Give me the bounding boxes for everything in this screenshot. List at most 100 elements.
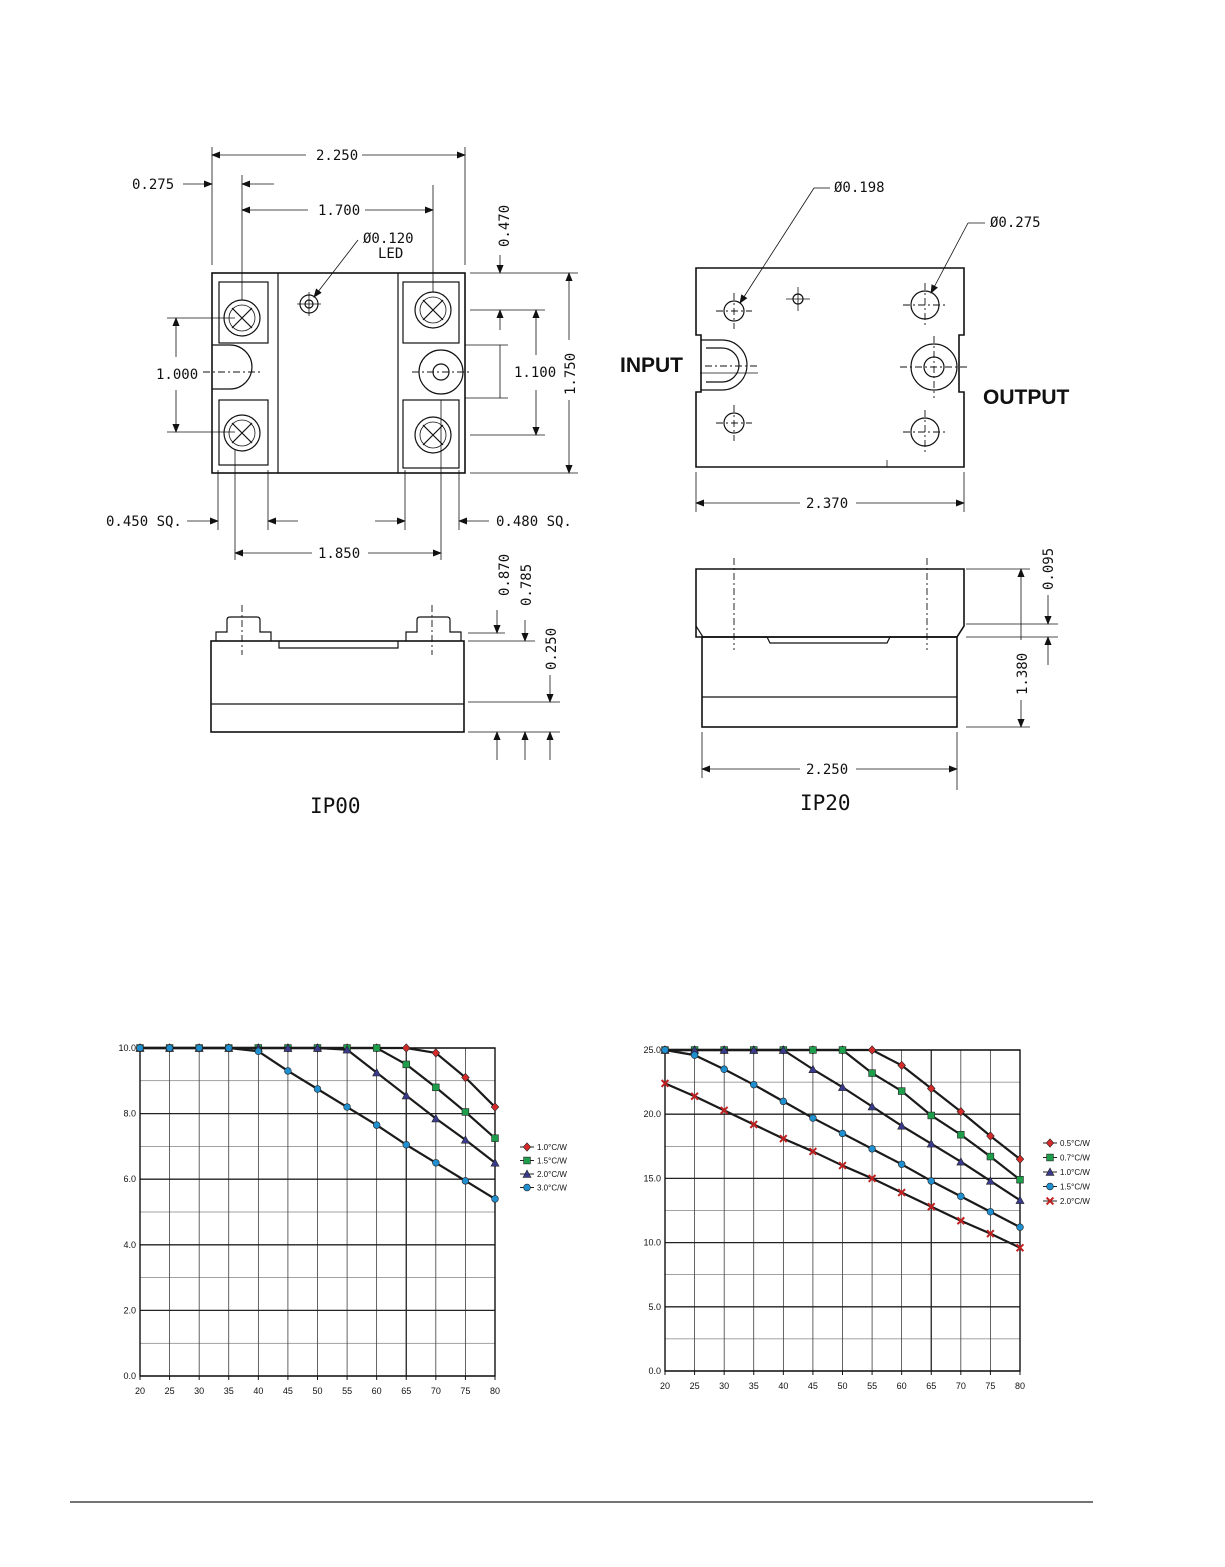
y-tick-label: 4.0 [123, 1240, 136, 1250]
series-point [1015, 1154, 1025, 1164]
series-point [867, 1174, 877, 1183]
series-point [431, 1113, 441, 1123]
series-point [868, 1145, 876, 1153]
y-tick-label: 25.0 [643, 1045, 661, 1055]
y-tick-label: 10.0 [118, 1043, 136, 1053]
series-point [957, 1131, 965, 1139]
series-point [402, 1043, 411, 1053]
series-point [690, 1092, 699, 1101]
x-tick-label: 50 [312, 1386, 322, 1396]
series-point [136, 1044, 144, 1052]
legend-label: 2.0°C/W [1060, 1197, 1090, 1206]
series-point [372, 1044, 381, 1052]
ip20-output-label: OUTPUT [983, 386, 1070, 409]
series-point [690, 1051, 699, 1059]
legend-marker [1045, 1167, 1055, 1176]
ip20-dimensions: Ø0.198 Ø0.275 2.370 [695, 180, 1041, 512]
series-point [838, 1046, 847, 1054]
series-point [868, 1069, 876, 1077]
series-point [957, 1192, 965, 1201]
x-tick-label: 20 [660, 1381, 670, 1391]
legend-marker [523, 1183, 531, 1192]
series-point [956, 1157, 966, 1166]
x-tick-label: 35 [749, 1381, 759, 1391]
series-point [372, 1121, 381, 1129]
legend-marker [1045, 1138, 1055, 1148]
series-point [956, 1106, 966, 1117]
series-point [661, 1046, 669, 1054]
ip20-top-view: INPUT OUTPUT [620, 267, 1070, 468]
dim-ip00-2250: 2.250 [316, 148, 358, 164]
ip20-side-view: 0.095 1.380 2.250 IP20 [695, 548, 1058, 815]
series-point [778, 1045, 788, 1054]
dim-ip20-1380: 1.380 [1015, 653, 1031, 695]
y-tick-label: 6.0 [123, 1174, 136, 1184]
series-point [809, 1114, 817, 1122]
series-point [867, 1101, 877, 1111]
x-tick-label: 40 [253, 1386, 263, 1396]
x-tick-label: 60 [372, 1386, 382, 1396]
legend-label: 1.5°C/W [1060, 1183, 1090, 1192]
legend-marker [1046, 1153, 1054, 1162]
series-point [195, 1044, 203, 1052]
dim-ip00-0870: 0.870 [497, 554, 513, 596]
y-tick-label: 20.0 [643, 1109, 661, 1119]
ip00-top-view [203, 272, 470, 474]
x-tick-label: 75 [985, 1381, 995, 1391]
dim-ip00-0250: 0.250 [544, 628, 560, 670]
y-tick-label: 5.0 [648, 1302, 661, 1312]
series-point [719, 1045, 729, 1054]
legend-label: 0.7°C/W [1060, 1154, 1090, 1163]
series-point [986, 1229, 995, 1238]
ip20-input-label: INPUT [620, 354, 683, 377]
series-point [750, 1080, 758, 1089]
y-tick-label: 8.0 [123, 1109, 136, 1119]
x-tick-label: 30 [719, 1381, 729, 1391]
x-tick-label: 20 [135, 1386, 145, 1396]
series-point [313, 1085, 322, 1093]
dim-ip00-led-label: LED [378, 246, 403, 262]
series-point [432, 1083, 440, 1092]
x-tick-label: 50 [837, 1381, 847, 1391]
series-point [254, 1047, 263, 1055]
series-point [867, 1045, 877, 1055]
series-point [432, 1159, 440, 1167]
series-point [927, 1202, 936, 1211]
y-tick-label: 2.0 [123, 1305, 136, 1315]
x-tick-label: 30 [194, 1386, 204, 1396]
series-point [491, 1195, 499, 1203]
dim-ip00-0785: 0.785 [519, 564, 535, 606]
series-point [490, 1158, 500, 1167]
dim-ip20-2250: 2.250 [806, 762, 848, 778]
series-point [927, 1083, 936, 1094]
legend-label: 1.0°C/W [537, 1143, 567, 1152]
x-tick-label: 65 [926, 1381, 936, 1391]
series-point [1016, 1223, 1024, 1231]
legend-marker [1045, 1196, 1055, 1206]
series-point [749, 1045, 759, 1054]
series-point [461, 1177, 470, 1185]
x-tick-label: 40 [778, 1381, 788, 1391]
dim-ip00-1000: 1.000 [156, 367, 198, 383]
series-point [343, 1103, 351, 1111]
series-point [165, 1044, 174, 1052]
series-point [720, 1106, 729, 1115]
x-tick-label: 45 [283, 1386, 293, 1396]
series-point [225, 1044, 233, 1052]
x-tick-label: 45 [808, 1381, 818, 1391]
dim-ip00-1100: 1.100 [514, 365, 556, 381]
series-point [809, 1046, 817, 1054]
y-tick-label: 15.0 [643, 1173, 661, 1183]
series-point [838, 1161, 847, 1170]
y-tick-label: 10.0 [643, 1238, 661, 1248]
dim-ip00-0450: 0.450 SQ. [106, 514, 182, 530]
series-point [372, 1067, 382, 1077]
series-point [986, 1152, 995, 1161]
legend-marker [522, 1142, 532, 1152]
x-tick-label: 25 [165, 1386, 175, 1396]
dim-ip00-0480: 0.480 SQ. [496, 514, 572, 530]
dim-ip00-led-dia: Ø0.120 [363, 231, 414, 247]
